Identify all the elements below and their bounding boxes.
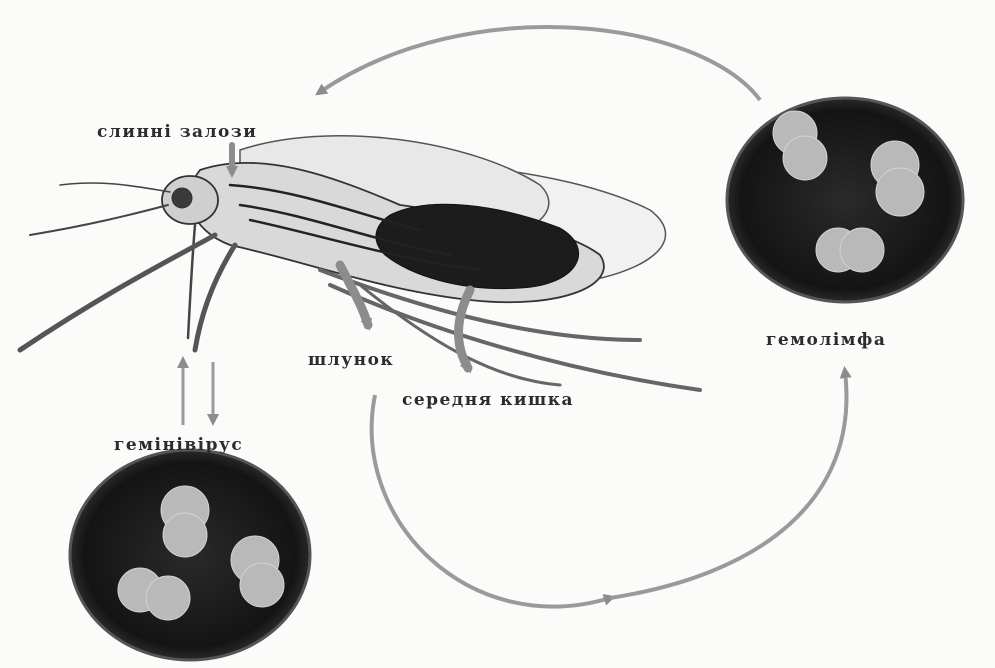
hemolymph-dish (727, 98, 963, 302)
virion (816, 228, 884, 272)
arrow-loop-to-hemolymph (610, 372, 846, 598)
label-midgut: середня кишка (402, 390, 574, 410)
insect-antenna (60, 183, 170, 192)
insect-antenna (30, 205, 168, 235)
label-hemolymph: гемолімфа (766, 330, 886, 350)
insect-stylet (188, 225, 195, 338)
insect-leg (20, 235, 215, 350)
label-geminivirus: гемінівірус (114, 435, 243, 455)
arrow-hemolymph-to-glands (320, 27, 760, 100)
geminivirus-dish (70, 450, 310, 660)
arrow-stomach-to-hemolymph (372, 395, 610, 607)
insect-leg (195, 245, 235, 350)
virion (161, 486, 209, 557)
insect-eye (172, 188, 192, 208)
label-salivary-glands: слинні залози (97, 122, 257, 142)
label-stomach: шлунок (308, 350, 394, 370)
